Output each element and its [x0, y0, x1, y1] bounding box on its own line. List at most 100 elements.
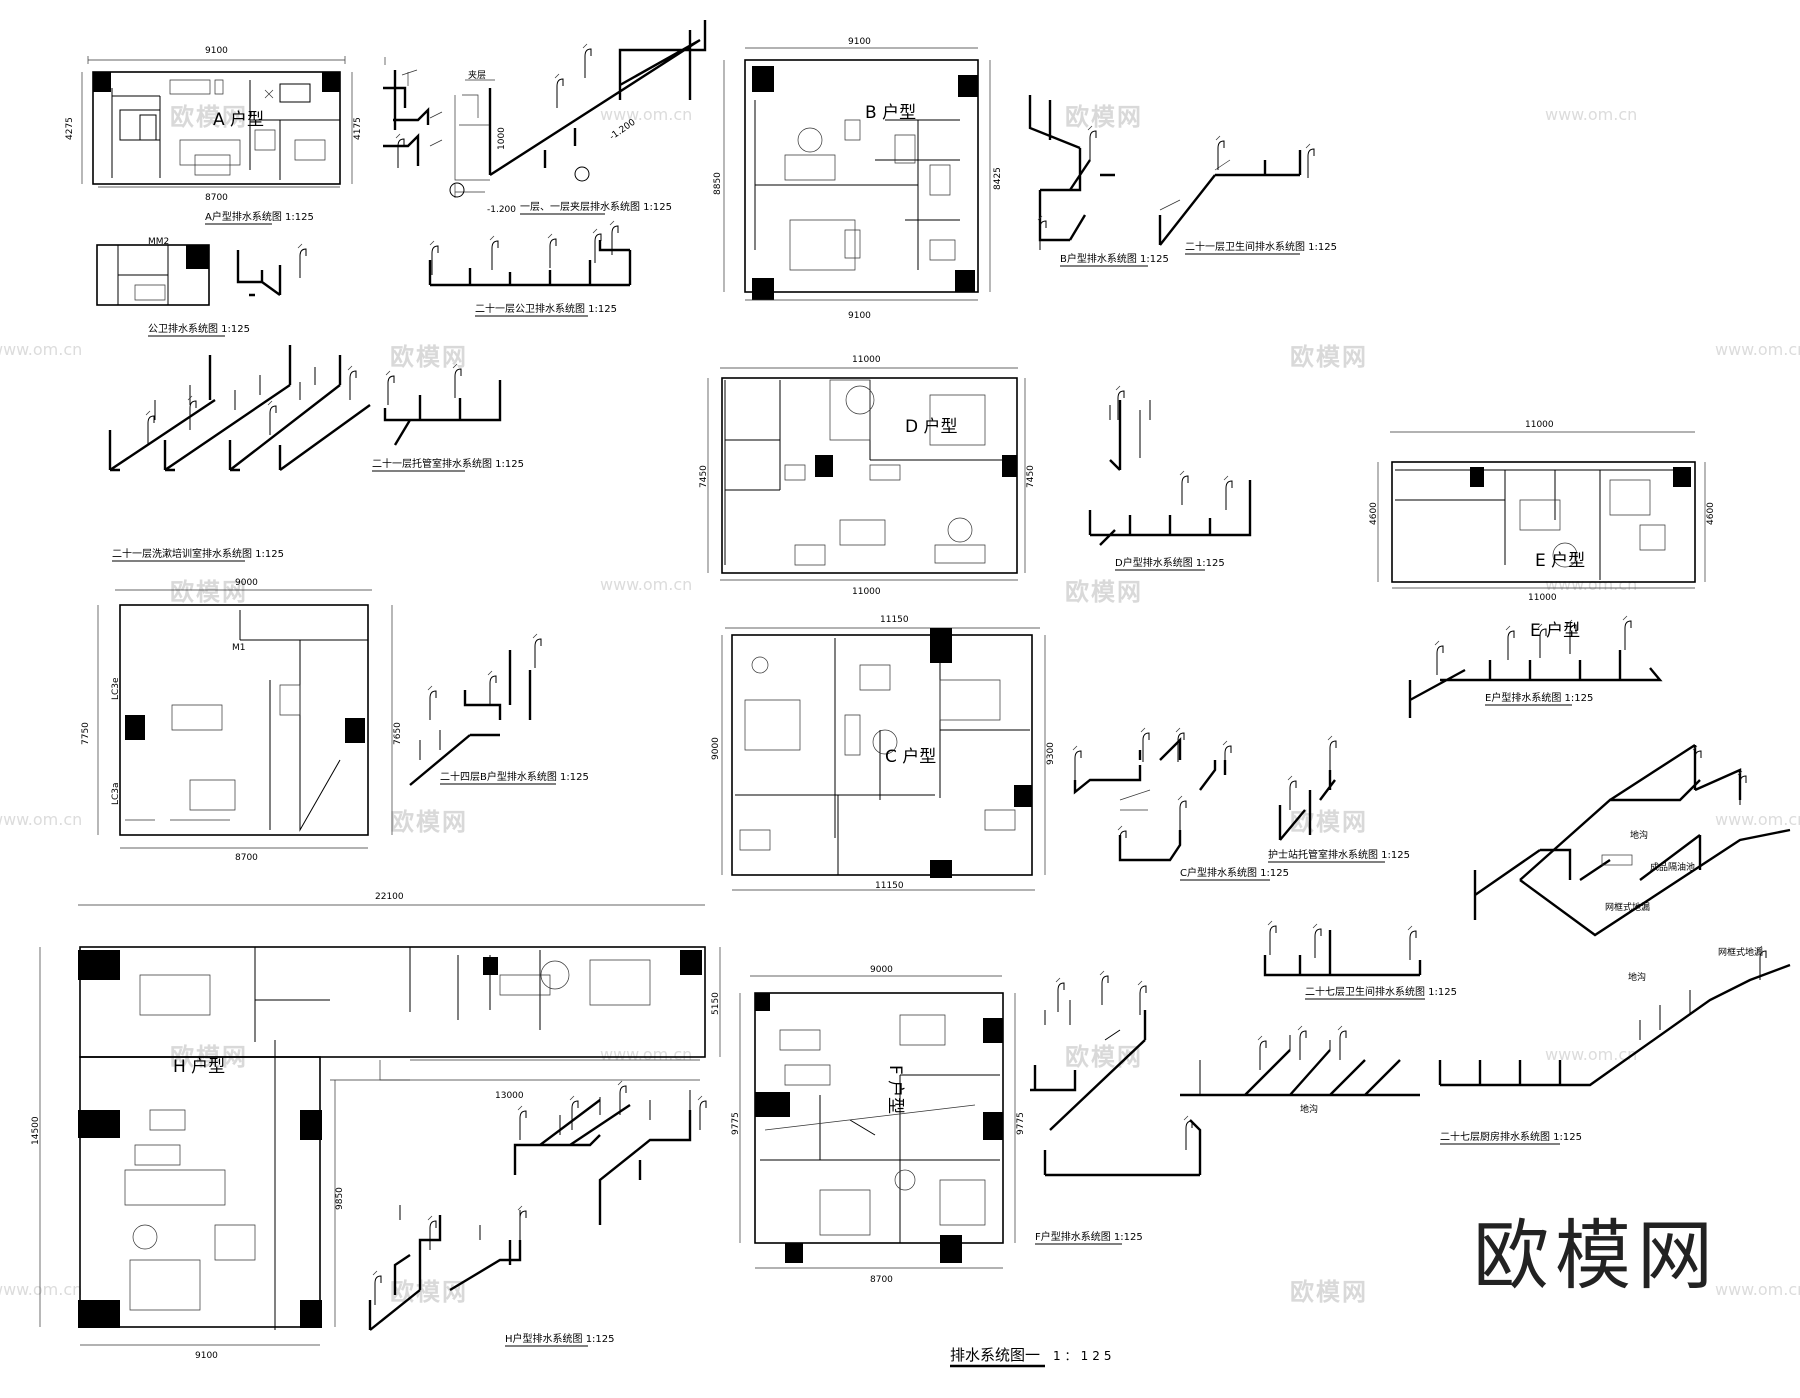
- dim-height-left: 4600: [1369, 502, 1379, 525]
- dim-width-top: 9100: [205, 46, 228, 56]
- watermark-url: www.om.cn: [600, 105, 692, 124]
- watermark-text: 欧模网: [1290, 343, 1368, 371]
- label-window: LC3a: [111, 782, 121, 805]
- dim-height-right: 4600: [1706, 502, 1716, 525]
- watermark-text: 欧模网: [390, 1278, 468, 1306]
- riser-diagram-public: [238, 243, 307, 301]
- dim-width-bottom: 11000: [852, 587, 881, 597]
- plan-B: 9100 B 户型 9100 8850 8425: [713, 37, 1003, 321]
- plan-H: 22100 H 户型 13000 9100 14500 5150 9850: [31, 892, 721, 1361]
- riser-diagram-wash27: 二十七层卫生间排水系统图 1:125: [1263, 920, 1457, 1000]
- caption-lobby: 一层、一层夹层排水系统图 1:125: [520, 200, 672, 213]
- dim-width-top: 11150: [880, 615, 909, 625]
- dim-width-mid: 13000: [495, 1091, 524, 1101]
- plan-label-C: C 户型: [885, 747, 936, 767]
- dim-height-left: 7450: [699, 465, 709, 488]
- riser-diagram-H: H户型排水系统图 1:125: [368, 1080, 707, 1347]
- caption-office21: 二十一层托管室排水系统图 1:125: [372, 457, 524, 470]
- dim-height-mid: 9850: [335, 1187, 345, 1210]
- label-floor-drain: 网框式地漏: [1605, 901, 1650, 913]
- caption-nurse: 护士站托管室排水系统图 1:125: [1268, 848, 1410, 861]
- riser-diagram-ditch: 地沟: [1180, 1025, 1420, 1115]
- dim-width-bottom: 11150: [875, 881, 904, 891]
- caption-D: D户型排水系统图 1:125: [1115, 556, 1225, 569]
- plan-label-F: F 户型: [885, 1065, 905, 1114]
- riser-diagram-E: E 户型 E户型排水系统图 1:125: [1408, 615, 1663, 718]
- watermark-text: 欧模网: [1290, 1278, 1368, 1306]
- dim-height-left: 14500: [31, 1116, 41, 1145]
- caption-wash27: 二十七层卫生间排水系统图 1:125: [1305, 985, 1457, 998]
- plan-E: 11000 E 户型 11000 4600 4600: [1369, 420, 1716, 603]
- dim-height-left: 7750: [81, 722, 91, 745]
- label-ditch: 地沟: [1630, 829, 1648, 841]
- watermark-text: 欧模网: [390, 343, 468, 371]
- caption-B24: 二十四层B户型排水系统图 1:125: [440, 770, 589, 783]
- dim-width-bottom: 9100: [848, 311, 871, 321]
- watermark-text: 欧模网: [1065, 578, 1143, 606]
- dim-width-top: 11000: [852, 355, 881, 365]
- label-dimension: 1000: [497, 127, 507, 150]
- plan-label-H: H 户型: [173, 1057, 225, 1077]
- caption-C: C户型排水系统图 1:125: [1180, 866, 1289, 879]
- dim-height-right: 7450: [1026, 465, 1036, 488]
- plan-A: 9100 A 户型 8700 4275 4175 A户型排水系统图 1:125: [65, 46, 363, 225]
- dim-height-right: 8425: [993, 167, 1003, 190]
- watermark-url: www.om.cn: [1545, 1045, 1637, 1064]
- riser-diagram-wash21: 二十一层卫生间排水系统图 1:125: [1158, 135, 1337, 255]
- plan-F: 9000 F 户型 8700 9775 9775: [731, 965, 1026, 1285]
- plan-D: 11000 D 户型 11000 7450 7450: [699, 355, 1036, 597]
- riser-diagram-B: B户型排水系统图 1:125: [1028, 95, 1169, 267]
- dim-height-left: 9000: [711, 737, 721, 760]
- watermark-layer: 欧模网 欧模网 欧模网 欧模网 欧模网 欧模网 欧模网 欧模网 欧模网 欧模网 …: [0, 103, 1800, 1306]
- dim-height-right: 7650: [393, 722, 403, 745]
- riser-diagram-pub21: 二十一层公卫排水系统图 1:125: [428, 220, 632, 317]
- riser-diagram-B24: 二十四层B户型排水系统图 1:125: [409, 633, 589, 786]
- watermark-url: www.om.cn: [1715, 810, 1800, 829]
- dim-height-right: 9775: [1016, 1112, 1026, 1135]
- riser-diagram-C: C户型排水系统图 1:125: [1072, 727, 1289, 881]
- label-elevation: -1.200: [487, 205, 516, 215]
- caption-public: 公卫排水系统图 1:125: [148, 322, 250, 335]
- dim-width-top: 9100: [848, 37, 871, 47]
- label-door: M1: [232, 643, 246, 653]
- dim-width-bottom: 8700: [235, 853, 258, 863]
- plan-label-E-secondary: E 户型: [1530, 621, 1580, 641]
- watermark-url: www.om.cn: [0, 1280, 82, 1299]
- watermark-text: 欧模网: [170, 103, 248, 131]
- watermark-text: 欧模网: [170, 578, 248, 606]
- caption-train21: 二十一层洗漱培训室排水系统图 1:125: [112, 547, 284, 560]
- dim-height-right: 9300: [1046, 742, 1056, 765]
- caption-A: A户型排水系统图 1:125: [205, 210, 314, 223]
- riser-diagram-kitchen27: 地沟 成品隔油池 网框式地漏 网框式地漏 地沟 二十七层厨房排水系统图 1:12…: [1438, 743, 1791, 1145]
- label-mezzanine: 夹层: [468, 69, 486, 81]
- label-ditch: 地沟: [1300, 1103, 1318, 1115]
- dim-height-right: 4175: [353, 117, 363, 140]
- dim-width-top: 9000: [235, 578, 258, 588]
- dim-height-left: 8850: [713, 172, 723, 195]
- caption-kitchen27: 二十七层厨房排水系统图 1:125: [1440, 1130, 1582, 1143]
- label-window: LC3e: [111, 677, 121, 700]
- dim-width-top: 22100: [375, 892, 404, 902]
- label-ditch: 地沟: [1628, 971, 1646, 983]
- dim-height-left: 9775: [731, 1112, 741, 1135]
- dim-width-bottom: 8700: [870, 1275, 893, 1285]
- caption-wash21: 二十一层卫生间排水系统图 1:125: [1185, 240, 1337, 253]
- dim-width-bottom: 9100: [195, 1351, 218, 1361]
- riser-diagram-office21: 二十一层托管室排水系统图 1:125: [372, 363, 524, 472]
- riser-diagram-A-left: [383, 57, 443, 169]
- watermark-url: www.om.cn: [1715, 1280, 1800, 1299]
- riser-diagram-train21: 二十一层洗漱培训室排水系统图 1:125: [108, 345, 371, 562]
- plan-B24: 9000 M1 LC3e LC3a 8700 7750 7650: [81, 578, 403, 863]
- watermark-text: 欧模网: [390, 808, 468, 836]
- caption-H: H户型排水系统图 1:125: [505, 1332, 615, 1345]
- dim-height-right: 5150: [711, 992, 721, 1015]
- plan-label-E: E 户型: [1535, 551, 1585, 571]
- plan-label-D: D 户型: [905, 417, 958, 437]
- drawing-title: 排水系统图一: [950, 1346, 1040, 1364]
- dim-width-bottom: 8700: [205, 193, 228, 203]
- watermark-text: 欧模网: [1065, 1043, 1143, 1071]
- caption-E: E户型排水系统图 1:125: [1485, 691, 1593, 704]
- dim-height-left: 4275: [65, 117, 75, 140]
- dim-width-top: 9000: [870, 965, 893, 975]
